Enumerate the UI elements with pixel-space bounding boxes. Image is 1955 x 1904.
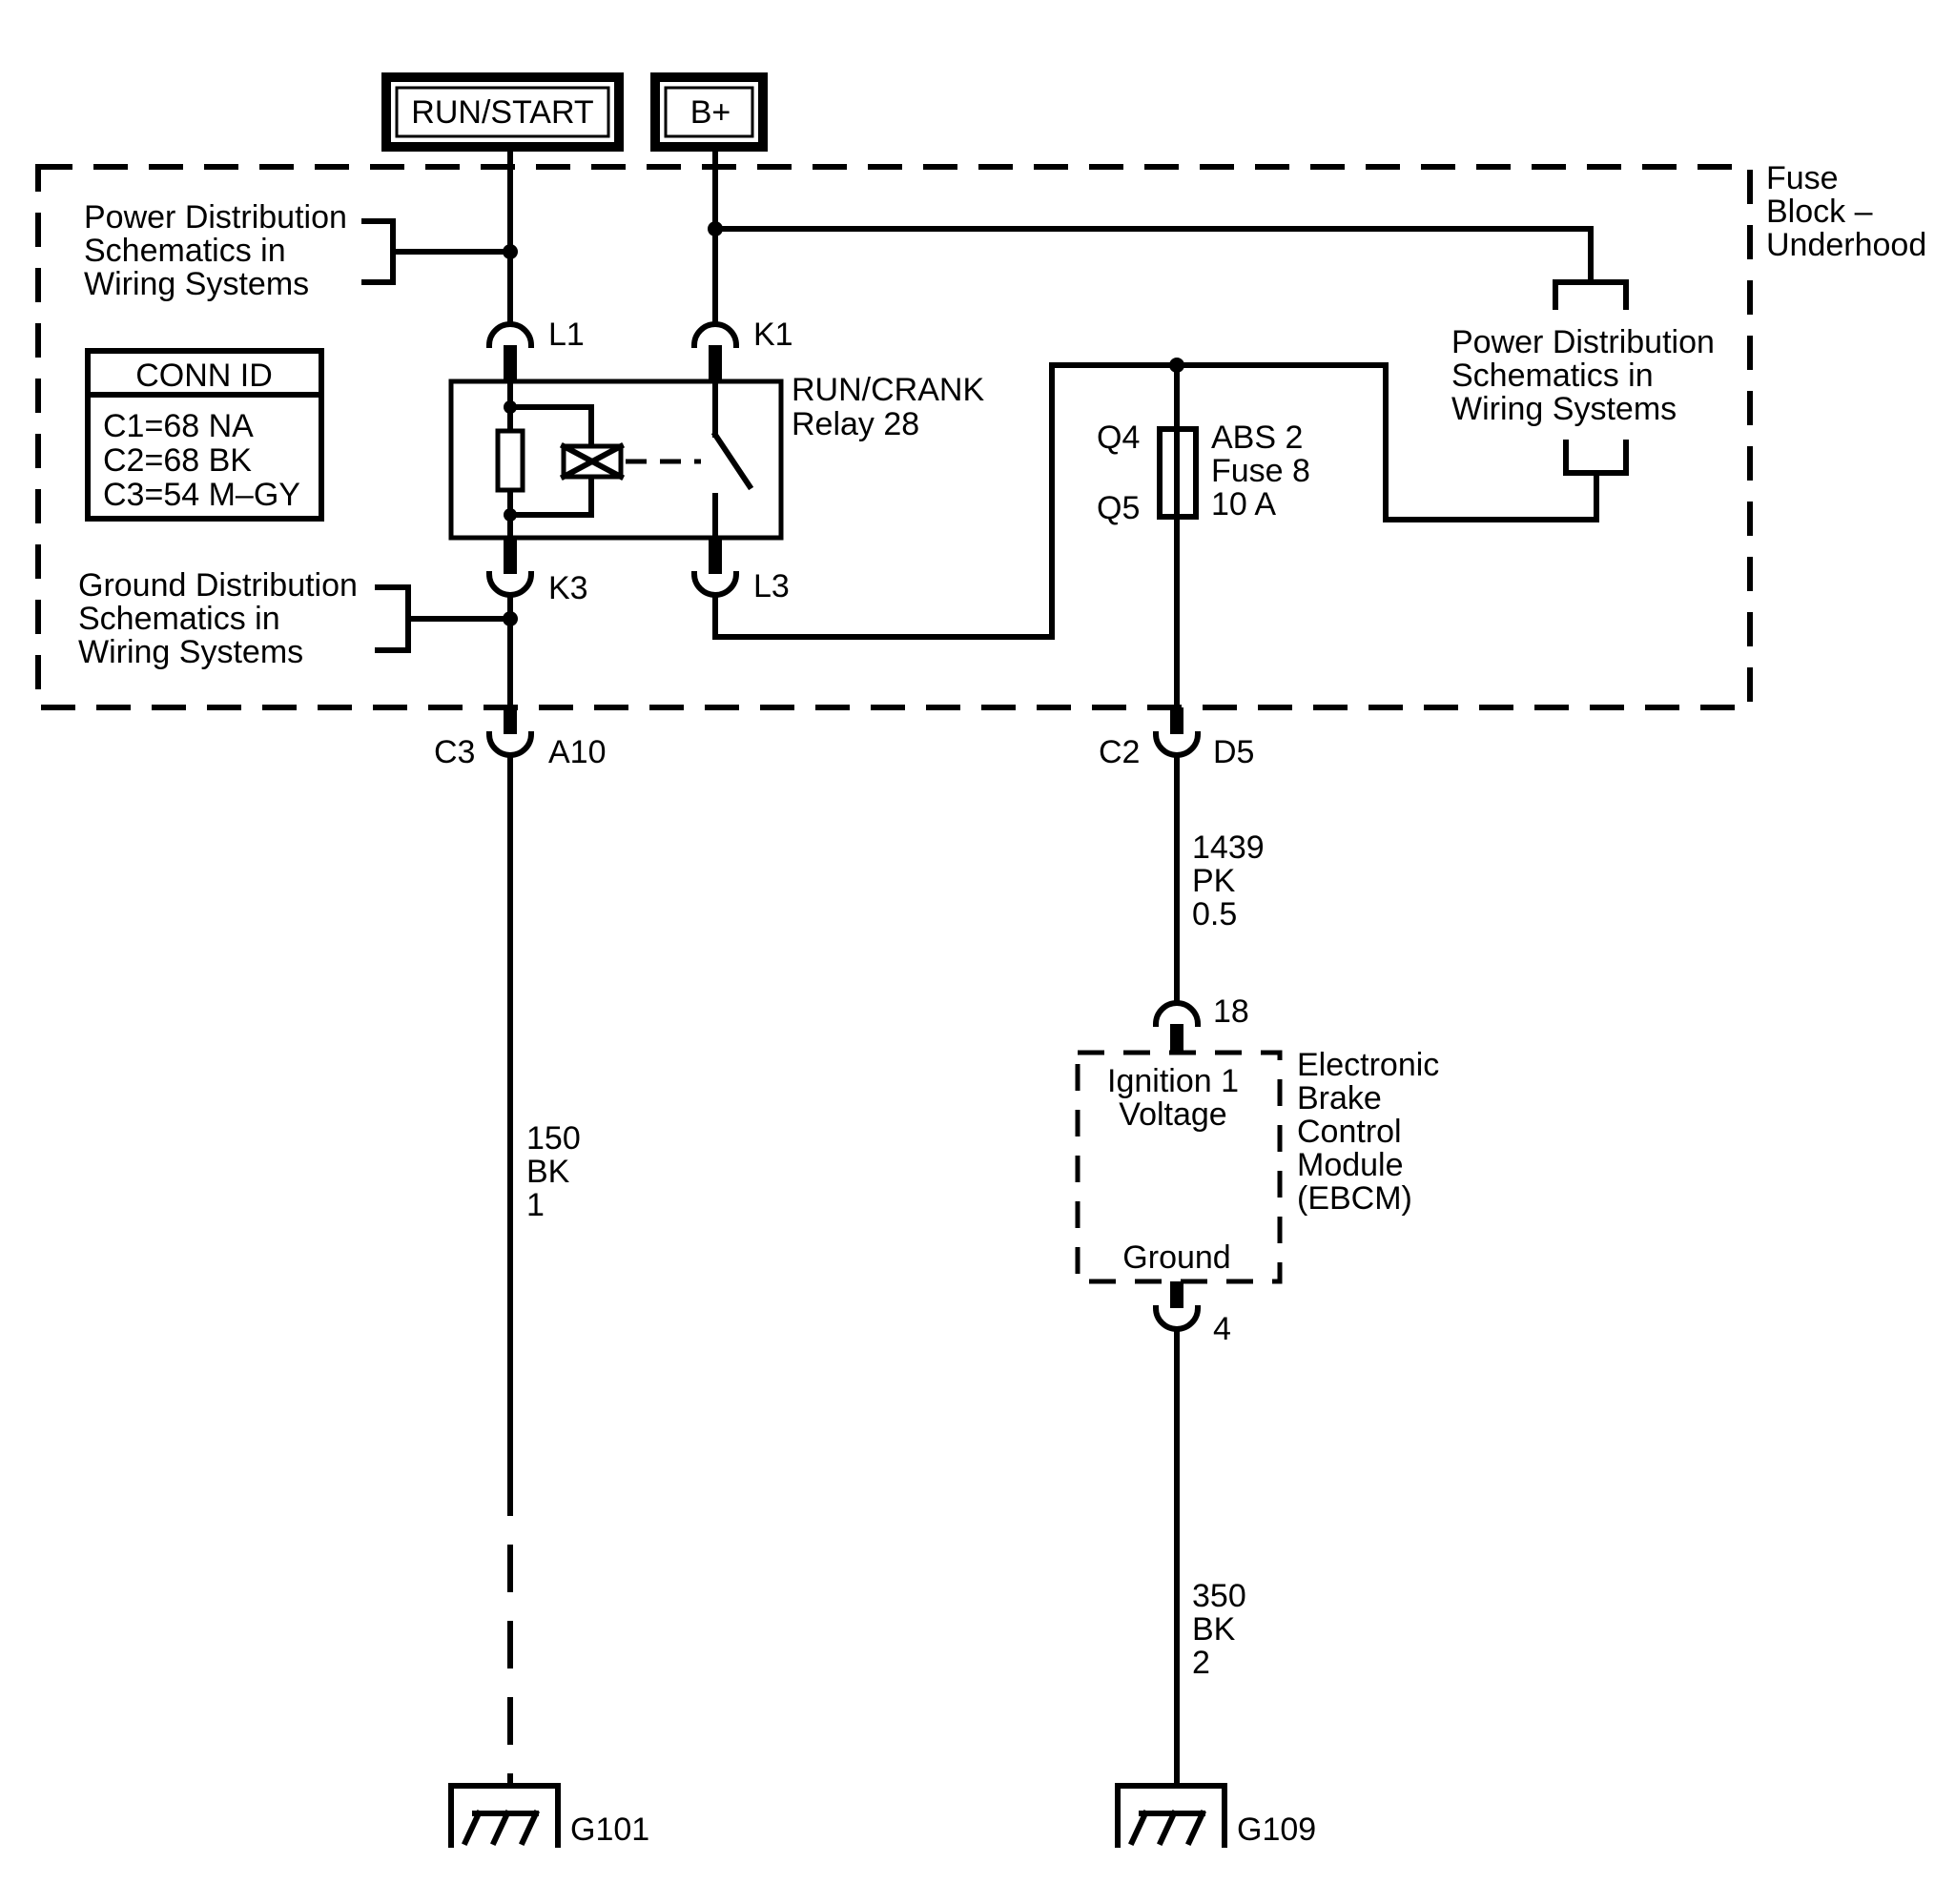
svg-text:PK: PK — [1192, 863, 1236, 899]
power-distribution-ref-left: Power Distribution Schematics in Wiring … — [84, 199, 513, 302]
svg-text:A10: A10 — [548, 734, 607, 770]
svg-text:2: 2 — [1192, 1645, 1210, 1681]
connector-c3-a10: C3 A10 — [434, 707, 607, 770]
relay-label: Relay 28 — [792, 406, 919, 442]
svg-text:Wiring Systems: Wiring Systems — [78, 634, 303, 670]
svg-text:Fuse: Fuse — [1766, 160, 1839, 196]
relay-pin-l1: L1 — [485, 317, 585, 381]
svg-text:K1: K1 — [753, 317, 793, 353]
svg-text:1: 1 — [526, 1187, 545, 1223]
svg-text:C2: C2 — [1099, 734, 1140, 770]
svg-text:150: 150 — [526, 1120, 581, 1157]
ground-g109: G109 — [1115, 1783, 1316, 1848]
ebcm-pin-18: 18 — [1152, 993, 1249, 1053]
fuse-pin-top: Q4 — [1097, 420, 1140, 456]
run-start-source-box: RUN/START — [381, 72, 624, 152]
conn-id-table: CONN ID C1=68 NA C2=68 BK C3=54 M–GY — [85, 348, 324, 522]
fuse-label: ABS 2 — [1211, 420, 1303, 456]
svg-text:Underhood: Underhood — [1766, 227, 1926, 263]
wire-350-label: 350 BK 2 — [1192, 1578, 1246, 1681]
ebcm-label: (EBCM) — [1297, 1180, 1412, 1217]
svg-text:Wiring Systems: Wiring Systems — [1451, 391, 1677, 427]
relay-pin-l3: L3 — [690, 538, 790, 604]
svg-text:Schematics in: Schematics in — [84, 233, 286, 269]
ebcm-label: Control — [1297, 1114, 1402, 1150]
power-distribution-ref-right: Power Distribution Schematics in Wiring … — [1451, 279, 1715, 522]
wire-1439-label: 1439 PK 0.5 — [1192, 829, 1265, 932]
svg-text:K3: K3 — [548, 570, 588, 606]
svg-text:Ground Distribution: Ground Distribution — [78, 567, 358, 604]
svg-text:Wiring Systems: Wiring Systems — [84, 266, 309, 302]
relay-label: RUN/CRANK — [792, 372, 984, 408]
svg-text:BK: BK — [1192, 1611, 1236, 1648]
resistor-icon — [495, 428, 525, 493]
conn-id-row: C3=54 M–GY — [103, 477, 300, 513]
relay-coil-icon — [559, 441, 626, 481]
run-start-label: RUN/START — [411, 94, 593, 131]
ebcm-label: Module — [1297, 1147, 1404, 1183]
svg-text:Schematics in: Schematics in — [1451, 358, 1654, 394]
svg-text:Power Distribution: Power Distribution — [84, 199, 347, 235]
relay-pin-k3: K3 — [485, 538, 588, 606]
ignition-label: Ignition 1 — [1107, 1063, 1239, 1099]
ground-distribution-ref: Ground Distribution Schematics in Wiring… — [78, 567, 513, 670]
fuse-label: 10 A — [1211, 486, 1276, 522]
ignition-label: Voltage — [1119, 1096, 1226, 1133]
wire-l3-to-fuse — [712, 362, 1599, 640]
fuse-block-boundary — [35, 164, 1753, 710]
ebcm-module: Ignition 1 Voltage Ground Electronic Bra… — [1075, 1047, 1439, 1284]
wire-b-plus-to-power-dist — [712, 226, 1594, 285]
svg-text:350: 350 — [1192, 1578, 1246, 1614]
b-plus-label: B+ — [690, 94, 731, 131]
svg-text:Block –: Block – — [1766, 194, 1873, 230]
svg-text:18: 18 — [1213, 993, 1249, 1030]
splice-dot — [503, 611, 518, 626]
conn-id-row: C2=68 BK — [103, 442, 252, 479]
svg-text:1439: 1439 — [1192, 829, 1265, 866]
run-crank-relay: RUN/CRANK Relay 28 — [448, 372, 984, 541]
ground-label: G109 — [1237, 1812, 1316, 1848]
svg-text:0.5: 0.5 — [1192, 896, 1237, 932]
fuse-pin-bottom: Q5 — [1097, 490, 1140, 526]
b-plus-source-box: B+ — [650, 72, 768, 152]
ground-label: G101 — [570, 1812, 649, 1848]
svg-text:L1: L1 — [548, 317, 585, 353]
fuse-label: Fuse 8 — [1211, 453, 1310, 489]
svg-text:Power Distribution: Power Distribution — [1451, 324, 1715, 360]
svg-text:BK: BK — [526, 1154, 570, 1190]
splice-dot — [503, 244, 518, 259]
abs-fuse: Q4 Q5 ABS 2 Fuse 8 10 A — [1097, 362, 1310, 526]
svg-text:L3: L3 — [753, 568, 790, 604]
ebcm-label: Brake — [1297, 1080, 1382, 1116]
svg-text:4: 4 — [1213, 1311, 1231, 1347]
conn-id-title: CONN ID — [135, 358, 273, 394]
ground-g101: G101 — [448, 1783, 649, 1848]
relay-pin-k1: K1 — [690, 317, 793, 381]
svg-text:Schematics in: Schematics in — [78, 601, 280, 637]
svg-text:D5: D5 — [1213, 734, 1254, 770]
wire-150-label: 150 BK 1 — [526, 1120, 581, 1223]
ebcm-label: Electronic — [1297, 1047, 1439, 1083]
svg-text:C3: C3 — [434, 734, 475, 770]
conn-id-row: C1=68 NA — [103, 408, 254, 444]
fuse-block-label: Fuse Block – Underhood — [1766, 160, 1926, 263]
ebcm-pin-4: 4 — [1152, 1281, 1231, 1347]
ebcm-ground-label: Ground — [1122, 1239, 1230, 1276]
